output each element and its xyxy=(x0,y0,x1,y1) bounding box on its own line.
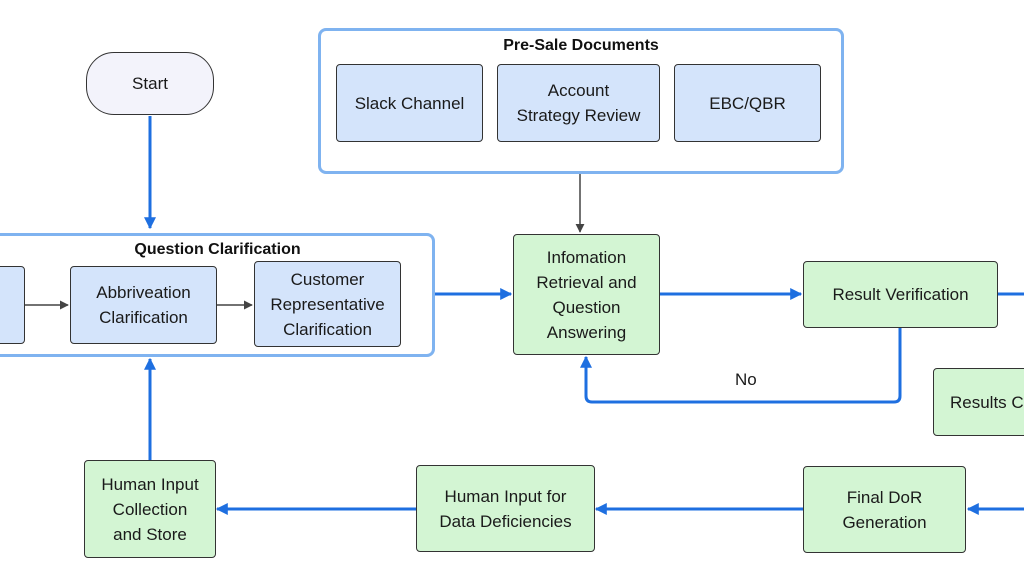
customer-representative-clarification-node: Customer Representative Clarification xyxy=(254,261,401,347)
clarification-partial-node xyxy=(0,266,25,344)
question-clarification-title: Question Clarification xyxy=(134,241,301,258)
information-retrieval-node: Infomation Retrieval and Question Answer… xyxy=(513,234,660,355)
human-input-deficiencies-node: Human Input for Data Deficiencies xyxy=(416,465,595,552)
result-verification-node: Result Verification xyxy=(803,261,998,328)
ebc-qbr-node: EBC/QBR xyxy=(674,64,821,142)
no-edge-label: No xyxy=(735,370,757,389)
final-dor-generation-node: Final DoR Generation xyxy=(803,466,966,553)
results-partial-node: Results C xyxy=(933,368,1024,436)
account-strategy-review-node: Account Strategy Review xyxy=(497,64,660,142)
start-node: Start xyxy=(86,52,214,115)
arrow-no-loop xyxy=(580,328,902,404)
human-input-collection-node: Human Input Collection and Store xyxy=(84,460,216,558)
abbreviation-clarification-node: Abbriveation Clarification xyxy=(70,266,217,344)
presale-documents-title: Pre-Sale Documents xyxy=(503,37,659,54)
slack-channel-node: Slack Channel xyxy=(336,64,483,142)
